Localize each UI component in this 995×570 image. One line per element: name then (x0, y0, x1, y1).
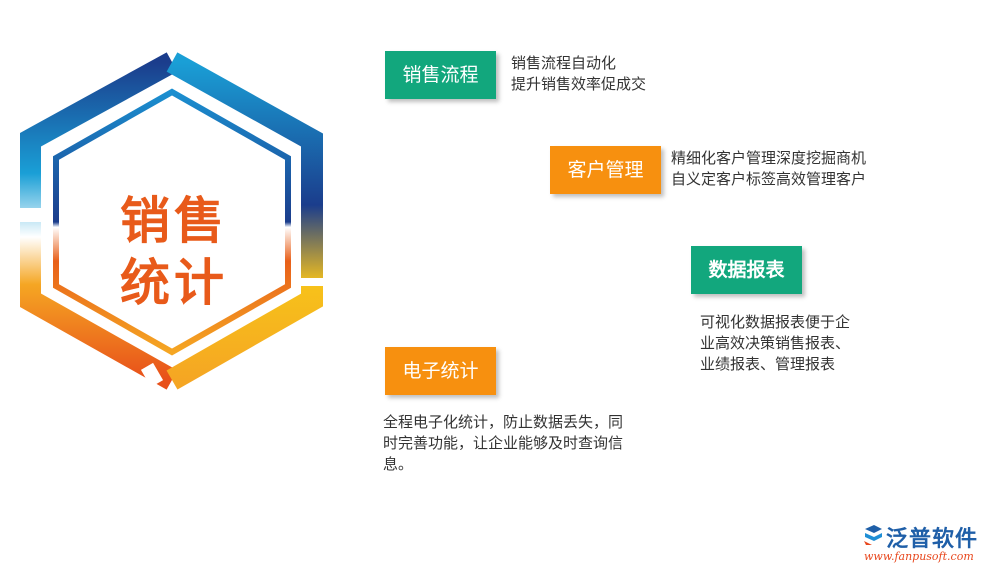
tag-data-reports: 数据报表 (691, 246, 802, 294)
tag-sales-process: 销售流程 (385, 51, 496, 99)
desc-data-reports: 可视化数据报表便于企 业高效决策销售报表、 业绩报表、管理报表 (700, 312, 850, 375)
tag-customer-management: 客户管理 (550, 146, 661, 194)
hexagon-rings (19, 52, 324, 390)
center-title-line2: 统计 (120, 253, 228, 312)
desc-sales-process: 销售流程自动化 提升销售效率促成交 (511, 53, 646, 95)
desc-line: 息。 (383, 455, 414, 473)
desc-line: 全程电子化统计，防止数据丢失，同 (383, 413, 624, 431)
desc-customer-management: 精细化客户管理深度挖掘商机 自义定客户标签高效管理客户 (671, 148, 866, 190)
center-title: 销售 统计 (120, 190, 260, 314)
desc-line: 销售流程自动化 (511, 54, 617, 72)
desc-line: 精细化客户管理深度挖掘商机 (671, 149, 867, 167)
desc-line: 提升销售效率促成交 (511, 75, 647, 93)
tag-electronic-statistics: 电子统计 (385, 347, 496, 395)
company-logo: 泛普软件 www.fanpusoft.com (862, 521, 992, 566)
logo-name: 泛普软件 (886, 527, 979, 552)
logo-url: www.fanpusoft.com (864, 550, 974, 563)
desc-line: 自义定客户标签高效管理客户 (671, 170, 867, 188)
hexagon-graphic: 销售 统计 (19, 40, 330, 400)
desc-line: 可视化数据报表便于企 (700, 313, 851, 331)
desc-line: 业绩报表、管理报表 (700, 355, 836, 373)
desc-electronic-statistics: 全程电子化统计，防止数据丢失，同 时完善功能，让企业能够及时查询信 息。 (383, 412, 623, 475)
logo-mark-icon (864, 525, 882, 545)
desc-line: 时完善功能，让企业能够及时查询信 (383, 434, 624, 452)
desc-line: 业高效决策销售报表、 (700, 334, 851, 352)
center-title-line1: 销售 (120, 191, 228, 250)
